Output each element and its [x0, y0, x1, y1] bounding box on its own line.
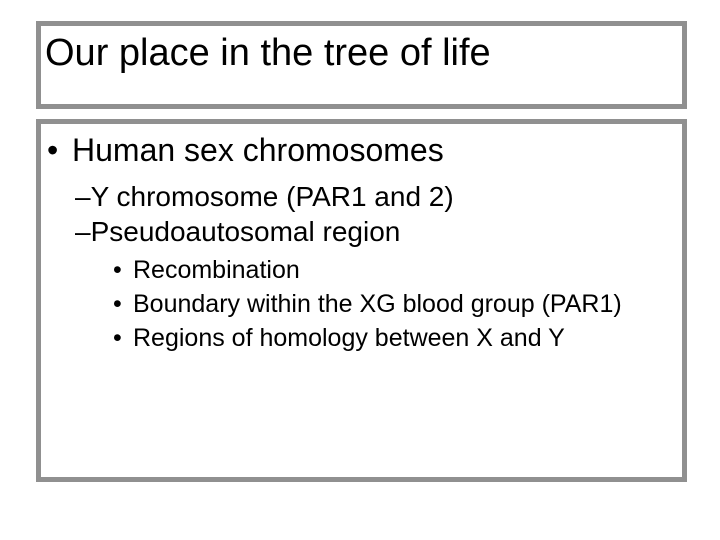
bullet-text: Y chromosome (PAR1 and 2)	[90, 181, 454, 212]
slide-title-box: Our place in the tree of life	[36, 21, 687, 109]
slide-title: Our place in the tree of life	[45, 32, 491, 74]
bullet-text: Boundary within the XG blood group (PAR1…	[133, 290, 622, 318]
dash-marker-icon: –	[75, 181, 91, 212]
bullet-text: Human sex chromosomes	[72, 132, 444, 168]
slide-body-box: •Human sex chromosomes –Y chromosome (PA…	[36, 119, 687, 482]
bullet-text: Recombination	[133, 256, 300, 284]
bullet-line-level2: –Y chromosome (PAR1 and 2)	[41, 179, 682, 214]
dash-marker-icon: –	[75, 216, 91, 247]
bullet-marker-icon: •	[47, 132, 59, 168]
bullet-line-level3: • Recombination	[41, 253, 682, 287]
bullet-line-level2: –Pseudoautosomal region	[41, 214, 682, 249]
bullet-marker-icon: •	[113, 324, 122, 352]
bullet-line-level3: • Regions of homology between X and Y	[41, 321, 682, 355]
bullet-marker-icon: •	[113, 290, 122, 318]
bullet-line-level1: • Human sex chromosomes	[41, 130, 682, 170]
bullet-marker-icon: •	[113, 256, 122, 284]
bullet-line-level3: • Boundary within the XG blood group (PAR…	[41, 287, 682, 321]
bullet-text: Pseudoautosomal region	[90, 216, 401, 247]
bullet-text: Regions of homology between X and Y	[133, 324, 565, 352]
